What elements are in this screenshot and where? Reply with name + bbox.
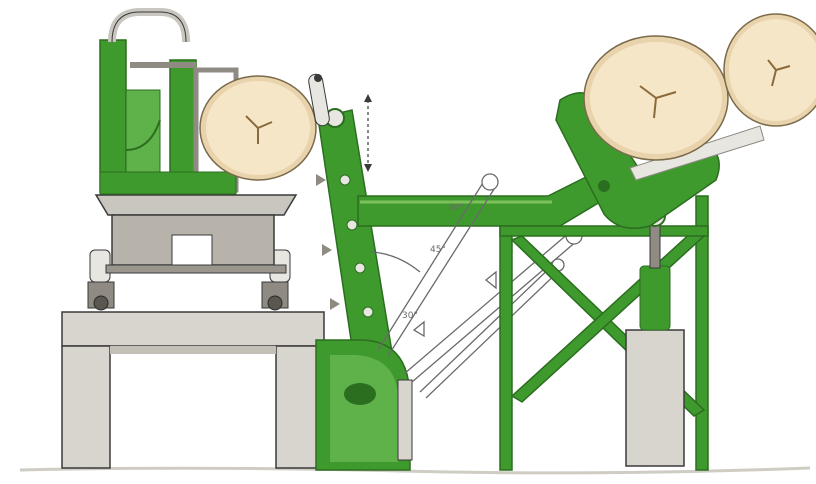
- angle-mark: 30°: [448, 203, 464, 213]
- ground-line: [20, 468, 810, 473]
- log-icon: [200, 76, 316, 180]
- angle-mark: 45°: [430, 245, 446, 255]
- log-icon: [724, 14, 816, 126]
- angle-mark: 30°: [402, 311, 418, 321]
- log-icon: [584, 36, 728, 160]
- support-table-icon: [62, 312, 324, 468]
- hydraulic-cylinder-icon: [626, 206, 684, 466]
- drive-housing: [316, 340, 412, 470]
